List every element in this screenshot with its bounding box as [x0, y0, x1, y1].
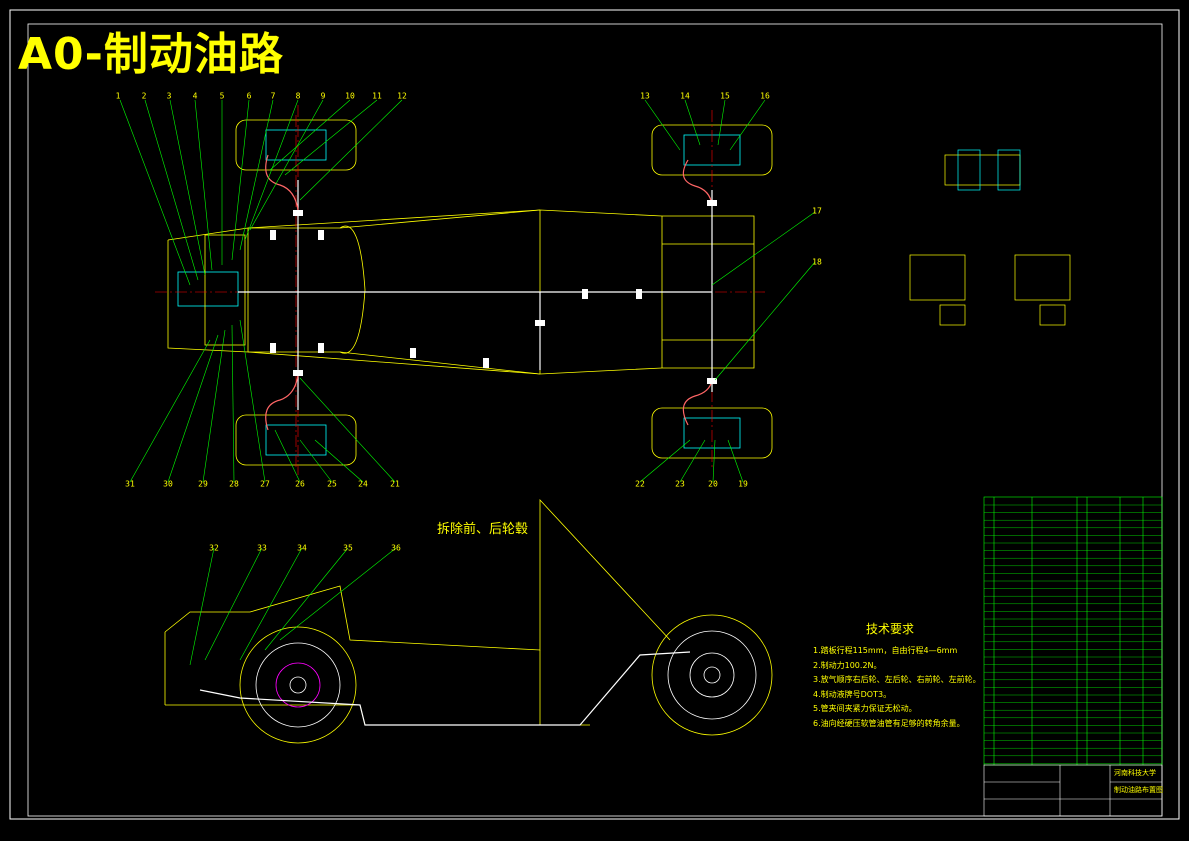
requirement-item: 1.踏板行程115mm，自由行程4—6mm	[813, 646, 958, 655]
balloon-label: 5	[219, 91, 225, 101]
requirement-item: 6.油向经硬压软管油管有足够的转角余量。	[813, 718, 965, 728]
balloon-label: 36	[391, 543, 401, 553]
balloon-label: 3	[166, 91, 172, 101]
parts-list-rows	[984, 504, 1162, 764]
title-block-drawing-name: 制动油路布置图	[1114, 786, 1163, 794]
balloon-label: 28	[229, 479, 239, 489]
requirement-item: 3.放气顺序右后轮、左后轮、右前轮、左前轮。	[813, 675, 981, 684]
balloon-label: 35	[343, 543, 353, 553]
technical-requirements-title: 技术要求	[866, 622, 915, 636]
title-block-school: 河南科技大学	[1114, 769, 1156, 777]
balloon-label: 13	[640, 91, 650, 101]
balloon-label: 4	[192, 91, 198, 101]
balloon-label: 25	[327, 479, 337, 489]
balloon-label: 27	[260, 479, 270, 489]
pipe-clips	[270, 200, 717, 384]
title-block	[983, 764, 1163, 817]
inner-frame	[27, 23, 1163, 817]
balloon-label: 14	[680, 91, 690, 101]
balloon-label: 10	[345, 91, 355, 101]
centerlines	[155, 105, 765, 475]
balloon-label: 9	[320, 91, 326, 101]
balloon-label: 16	[760, 91, 770, 101]
balloon-label: 21	[390, 479, 400, 489]
sheet-title: A0-制动油路	[18, 29, 284, 80]
balloon-label: 18	[812, 257, 822, 267]
sheet-frame	[9, 9, 1180, 820]
balloon-label: 17	[812, 206, 822, 216]
requirement-item: 5.管夹间夹紧力保证无松动。	[813, 704, 917, 713]
balloon-label: 7	[270, 91, 276, 101]
side-leaders	[189, 547, 397, 666]
balloon-label: 23	[675, 479, 685, 489]
balloon-label: 11	[372, 91, 382, 101]
requirement-item: 4.制动液牌号DOT3。	[813, 689, 892, 699]
side-brake-line	[199, 651, 691, 726]
detail-views	[909, 149, 1071, 326]
balloon-label: 30	[163, 479, 173, 489]
leader-lines	[119, 99, 816, 483]
balloon-label: 8	[295, 91, 301, 101]
technical-requirements-list: 1.踏板行程115mm，自由行程4—6mm 2.制动力100.2N。 3.放气顺…	[813, 644, 981, 731]
balloon-label: 24	[358, 479, 368, 489]
balloon-label: 19	[738, 479, 748, 489]
parts-list	[983, 496, 1163, 766]
balloon-label: 1	[115, 91, 121, 101]
balloon-label: 33	[257, 543, 267, 553]
side-view	[164, 498, 773, 744]
balloon-label: 29	[198, 479, 208, 489]
balloon-label: 31	[125, 479, 135, 489]
balloon-label: 32	[209, 543, 219, 553]
requirement-item: 2.制动力100.2N。	[813, 660, 882, 670]
balloon-label: 15	[720, 91, 730, 101]
balloon-label: 2	[141, 91, 147, 101]
side-view-title: 拆除前、后轮毂	[437, 522, 529, 537]
balloon-label: 26	[295, 479, 305, 489]
balloon-label: 12	[397, 91, 407, 101]
balloon-label: 20	[708, 479, 718, 489]
balloon-label: 22	[635, 479, 645, 489]
balloon-label: 6	[246, 91, 252, 101]
flex-hoses	[265, 154, 713, 431]
balloon-label: 34	[297, 543, 307, 553]
